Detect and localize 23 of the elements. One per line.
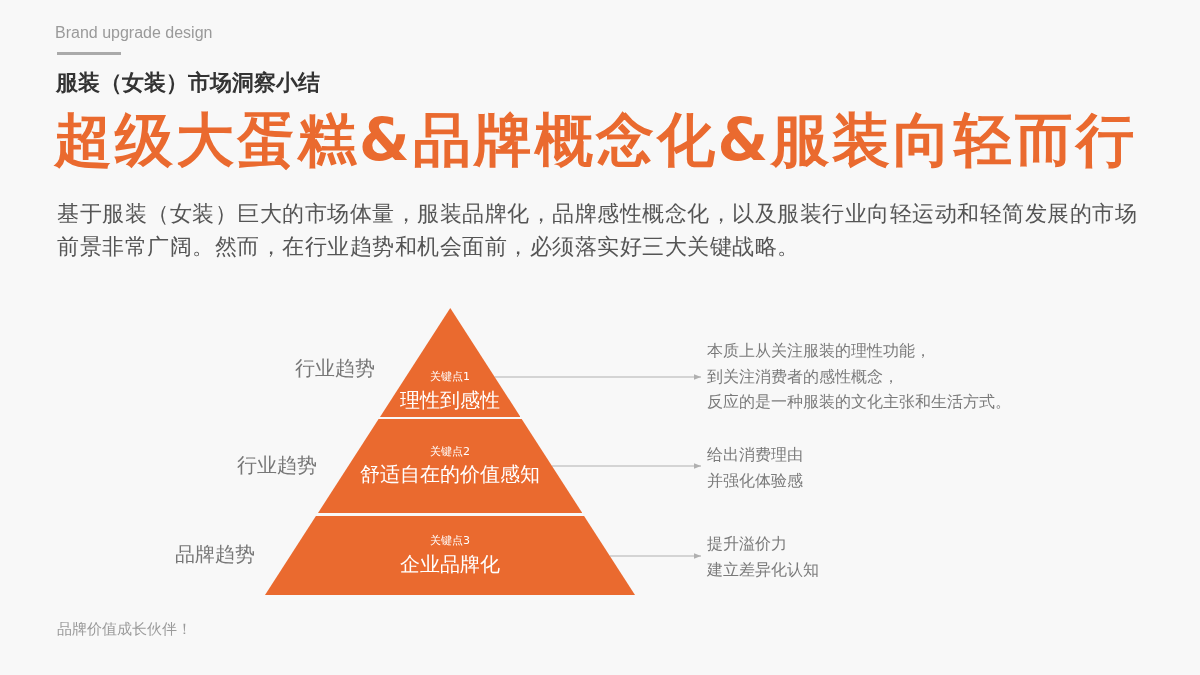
- trend-label: 行业趋势: [237, 452, 317, 478]
- intro-paragraph: 基于服装（女装）巨大的市场体量，服装品牌化，品牌感性概念化，以及服装行业向轻运动和轻简发展的市场前景非常广阔。然而，在行业趋势和机会面前，必须落实好三大关键战略。: [57, 199, 1137, 261]
- pyramid-tier: [379, 308, 521, 417]
- trend-label: 行业趋势: [295, 355, 375, 381]
- description-text: 本质上从关注服装的理性功能，到关注消费者的感性概念，反应的是一种服装的文化主张和生活方式。: [707, 338, 1011, 415]
- pyramid-tier: [317, 419, 583, 513]
- slide-title: 超级大蛋糕&品牌概念化&服装向轻而行: [54, 107, 1138, 173]
- key-point-label: 关键点3: [430, 534, 470, 548]
- arrow: [551, 463, 702, 469]
- footer-slogan: 品牌价值成长伙伴！: [57, 619, 192, 639]
- key-point-title: 舒适自在的价值感知: [360, 461, 540, 487]
- key-point-title: 企业品牌化: [400, 551, 500, 577]
- trend-label: 品牌趋势: [175, 541, 255, 567]
- description-text: 提升溢价力建立差异化认知: [707, 531, 819, 583]
- section-heading: 服装（女装）市场洞察小结: [56, 68, 320, 97]
- description-text: 给出消费理由并强化体验感: [707, 442, 803, 494]
- key-point-label: 关键点2: [430, 445, 470, 459]
- arrow: [493, 374, 702, 380]
- key-point-title: 理性到感性: [400, 387, 500, 413]
- arrow: [609, 553, 702, 559]
- pyramid-tier: [265, 516, 635, 595]
- key-point-label: 关键点1: [430, 370, 470, 384]
- header-tagline: Brand upgrade design: [55, 22, 213, 43]
